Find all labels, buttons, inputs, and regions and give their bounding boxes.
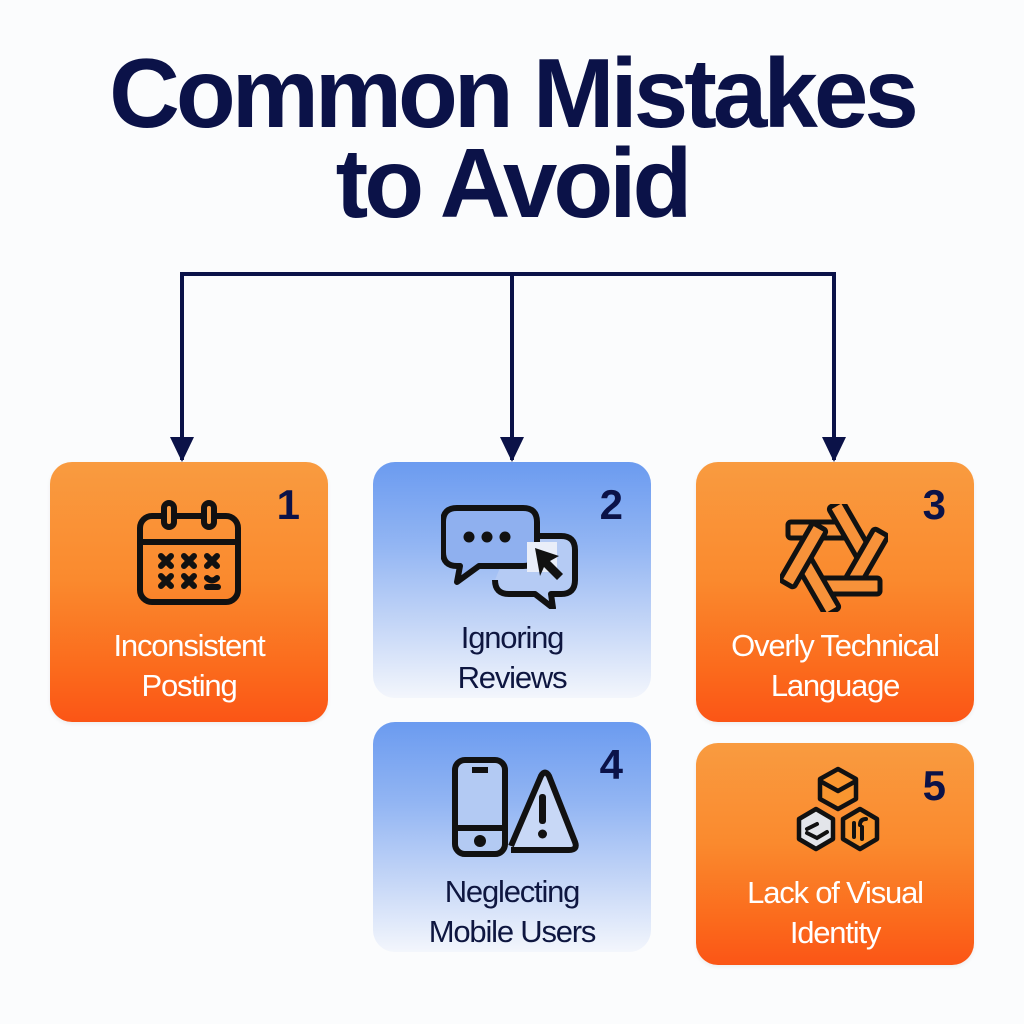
card-overly-technical-language: 3 Overly Technical Language: [696, 462, 974, 722]
card-number: 2: [599, 481, 623, 528]
card-label-line-1: Ignoring: [460, 620, 565, 655]
card-number: 3: [922, 481, 946, 528]
title-line-2: to Avoid: [335, 128, 693, 238]
arrow-down-icon: [170, 437, 194, 462]
card-label-line-2: Language: [770, 668, 901, 703]
card-number: 4: [599, 741, 623, 788]
card-label: Overly Technical Language: [696, 626, 974, 706]
card-label-line-1: Inconsistent: [113, 628, 265, 663]
arrow-down-icon: [500, 437, 524, 462]
card-label-line-2: Mobile Users: [428, 914, 597, 949]
title-line-1: Common Mistakes: [109, 38, 919, 148]
page-title: Common Mistakes to Avoid: [0, 38, 1024, 238]
card-label: Ignoring Reviews: [373, 618, 651, 698]
card-label-line-1: Lack of Visual: [747, 875, 924, 910]
card-label-line-1: Overly Technical: [731, 628, 940, 663]
card-number: 1: [276, 481, 300, 528]
card-label: Inconsistent Posting: [50, 626, 328, 706]
connector-branch: [180, 272, 836, 460]
calendar-icon: [137, 500, 241, 605]
card-number: 5: [922, 762, 946, 809]
card-label: Lack of Visual Identity: [696, 873, 974, 953]
card-label-line-1: Neglecting: [444, 874, 581, 909]
card-lack-of-visual-identity: 5 Lack of Visual Identity: [696, 743, 974, 965]
card-ignoring-reviews: 2 Ignoring Reviews: [373, 462, 651, 698]
interlaced-knot-icon: [780, 504, 888, 612]
hexagon-cubes-icon: [796, 766, 880, 852]
card-label-line-2: Identity: [789, 915, 882, 950]
card-inconsistent-posting: 1 Inconsistent Posting: [50, 462, 328, 722]
phone-warning-icon: [452, 757, 579, 857]
card-label: Neglecting Mobile Users: [373, 872, 651, 952]
card-label-line-2: Posting: [141, 668, 238, 703]
arrow-down-icon: [822, 437, 846, 462]
card-label-line-2: Reviews: [457, 660, 568, 695]
chat-bubbles-cursor-icon: [441, 505, 578, 609]
card-neglecting-mobile-users: 4 Neglecting Mobile Users: [373, 722, 651, 952]
